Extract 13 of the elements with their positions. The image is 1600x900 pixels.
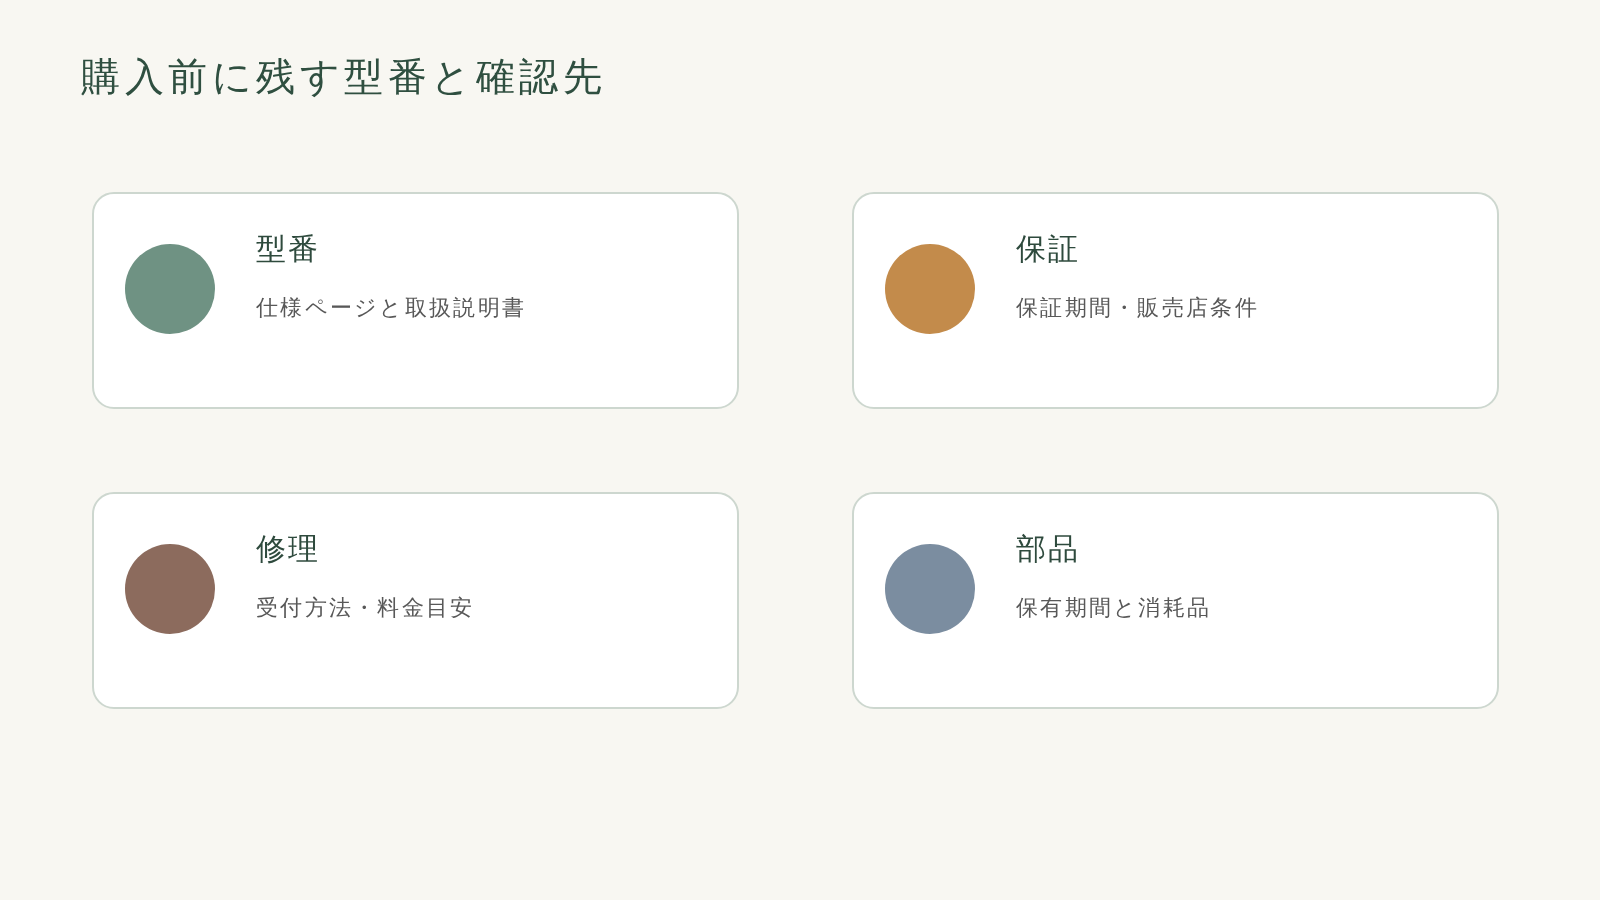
card-heading: 型番 (256, 230, 320, 268)
card-description: 仕様ページと取扱説明書 (256, 294, 527, 322)
card-heading: 部品 (1016, 530, 1080, 568)
card-heading: 修理 (256, 530, 320, 568)
card-description: 保有期間と消耗品 (1016, 594, 1212, 622)
info-card (852, 192, 1499, 409)
card-heading: 保証 (1016, 230, 1080, 268)
card-description: 受付方法・料金目安 (256, 594, 475, 622)
info-card (92, 492, 739, 709)
card-description: 保証期間・販売店条件 (1016, 294, 1259, 322)
info-card (852, 492, 1499, 709)
page-title: 購入前に残す型番と確認先 (81, 53, 606, 101)
info-card (92, 192, 739, 409)
